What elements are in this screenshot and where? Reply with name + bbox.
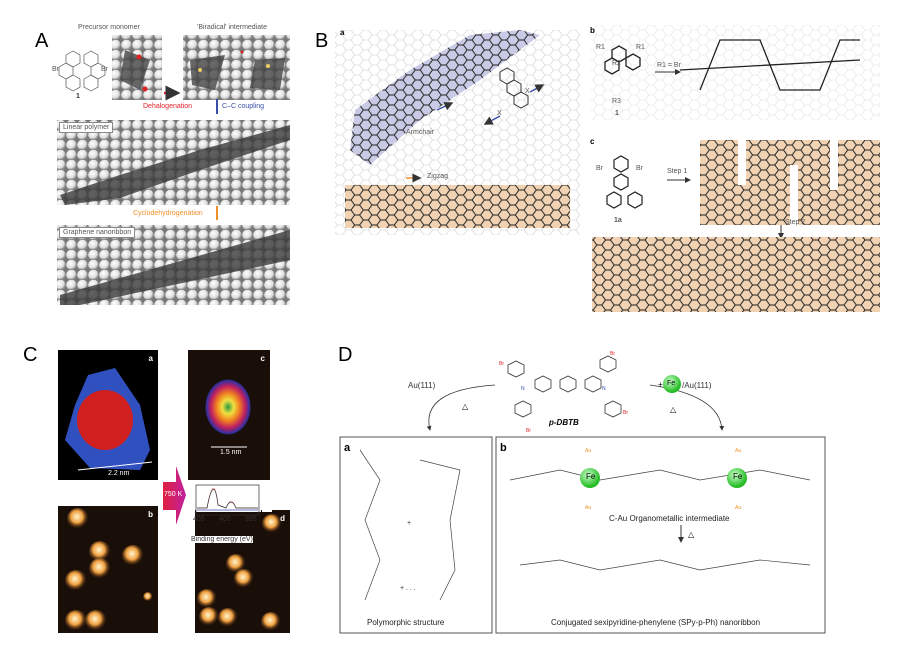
step1-label: Step 1 [667,168,688,175]
size-2-2nm: 2.2 nm [108,470,130,477]
r1-left: R1 [596,44,605,51]
r1-equals-br: R1 = Br [657,62,681,69]
panel-c-graphics [58,350,290,633]
subpanel-d-b: b [500,442,507,454]
linear-polymer-label: Linear polymer [59,122,114,133]
subpanel-b-c: c [590,137,595,146]
temperature-label: 750 K [164,491,183,498]
subpanel-c-a: a [148,354,153,363]
x-left: X [497,110,502,117]
panel-label-a: A [35,30,49,52]
subpanel-b-b: b [590,26,595,35]
fe-center-2: Fe [733,472,743,481]
x-right: X [525,88,530,95]
subpanel-c-b: b [148,510,153,519]
au-atom: Au [735,505,742,511]
au111-right-label: /Au(111) [682,381,712,390]
panel-label-c: C [23,344,38,366]
n-atom: N [602,386,606,392]
cyclodehydrogenation-label: Cyclodehydrogenation [133,210,203,217]
plus-sign: + [658,380,663,389]
xps-tick-405: 405 [193,516,205,523]
subpanel-c-c: c [260,354,265,363]
subpanel-b-a: a [340,28,345,37]
delta-left: △ [462,402,469,411]
compound-1-b: 1 [615,110,619,117]
xps-xlabel: Binding energy (eV) [191,536,253,543]
r1-right: R1 [636,44,645,51]
au-atom: Au [585,448,592,454]
compound-1: 1 [76,93,80,100]
nanoribbon-caption: Conjugated sexipyridine-phenylene (SPy-p… [551,618,761,627]
xps-tick-395: 395 [245,516,257,523]
plus-dots: + . . . [400,585,416,592]
intermediate-caption: C-Au Organometallic intermediate [609,514,730,523]
precursor-monomer-label: Precursor monomer [78,24,140,31]
br-atom: Br [610,351,615,357]
br-c-right: Br [636,165,643,172]
xps-tick-400: 400 [219,516,231,523]
panel-d-graphics [339,355,826,634]
au-atom: Au [735,448,742,454]
armchair-label: Armchair [406,129,435,136]
panel-label-d: D [338,344,353,366]
r3-label: R3 [612,98,621,105]
fe-center-1: Fe [586,472,596,481]
br-atom: Br [499,361,504,367]
au-atom: Au [585,505,592,511]
br-atom: Br [526,428,531,434]
n-atom: N [521,386,525,392]
compound-1a: 1a [614,217,622,224]
graphene-nanoribbon-label: Graphene nanoribbon [59,227,136,238]
polymorphic-caption: Polymorphic structure [367,618,445,627]
subpanel-c-d: d [280,514,285,523]
panel-label-b: B [315,30,329,52]
step2-label: Step 2 [785,219,806,226]
br-c-left: Br [596,165,603,172]
plus-middle: + [407,520,412,527]
br-atom: Br [623,410,628,416]
panel-b-graphics [335,25,880,312]
subpanel-d-a: a [344,442,351,454]
molecule-name: p-DBTB [549,418,579,427]
delta-right: △ [670,405,677,414]
size-1-5nm: 1.5 nm [220,449,242,456]
biradical-label: 'Biradical' intermediate [197,24,267,31]
au111-left-label: Au(111) [408,381,436,390]
br-left: Br [52,66,59,73]
delta-lower: △ [688,530,695,539]
r2-label: R2 [612,60,621,67]
fe-atom-label: Fe [667,380,676,387]
dehalogenation-label: Dehalogenation [143,103,193,110]
cc-coupling-label: C–C coupling [222,103,265,110]
panel-a-graphics [57,35,290,305]
br-right: Br [101,66,108,73]
zigzag-label: Zigzag [427,173,449,180]
